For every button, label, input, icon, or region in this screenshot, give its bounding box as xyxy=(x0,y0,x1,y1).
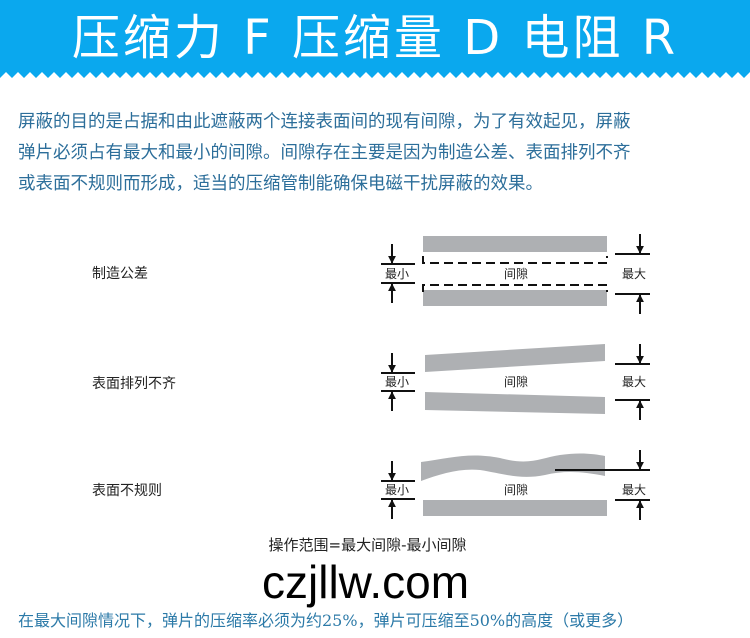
watermark: czjllw.com xyxy=(262,556,470,608)
surface-bar xyxy=(423,500,607,516)
surface-bar xyxy=(423,290,607,306)
surface-bar xyxy=(421,453,605,481)
intro-line: 弹片必须占有最大和最小的间隙。间隙存在主要是因为制造公差、表面排列不齐 xyxy=(18,143,631,163)
intro-line: 屏蔽的目的是占据和由此遮蔽两个连接表面间的现有间隙，为了有效起见，屏蔽 xyxy=(18,112,631,132)
row-label: 表面排列不齐 xyxy=(92,376,176,392)
dashed-gap-line xyxy=(422,256,608,264)
max-label: 最大 xyxy=(622,483,647,497)
gap-label: 间隙 xyxy=(504,267,529,281)
min-label: 最小 xyxy=(385,483,410,497)
surface-bar xyxy=(423,236,607,252)
surface-bar xyxy=(425,392,605,414)
footer-note: 在最大间隙情况下，弹片的压缩率必须为约25%，弹片可压缩至50%的高度（或更多） xyxy=(18,611,634,630)
row-label: 制造公差 xyxy=(92,266,148,282)
page-title: 压缩力 F 压缩量 D 电阻 R xyxy=(71,10,679,66)
min-label: 最小 xyxy=(385,267,410,281)
dashed-gap-line xyxy=(422,284,608,292)
gap-label: 间隙 xyxy=(504,375,529,389)
surface-bar xyxy=(425,344,605,372)
max-label: 最大 xyxy=(622,375,647,389)
intro-line: 或表面不规则而形成，适当的压缩管制能确保电磁干扰屏蔽的效果。 xyxy=(18,174,543,194)
max-label: 最大 xyxy=(622,267,647,281)
header-banner xyxy=(0,0,750,78)
gap-diagram xyxy=(381,234,650,520)
formula: 操作范围=最大间隙-最小间隙 xyxy=(268,536,467,554)
min-label: 最小 xyxy=(385,375,410,389)
gap-label: 间隙 xyxy=(504,483,529,497)
row-label: 表面不规则 xyxy=(92,483,162,499)
